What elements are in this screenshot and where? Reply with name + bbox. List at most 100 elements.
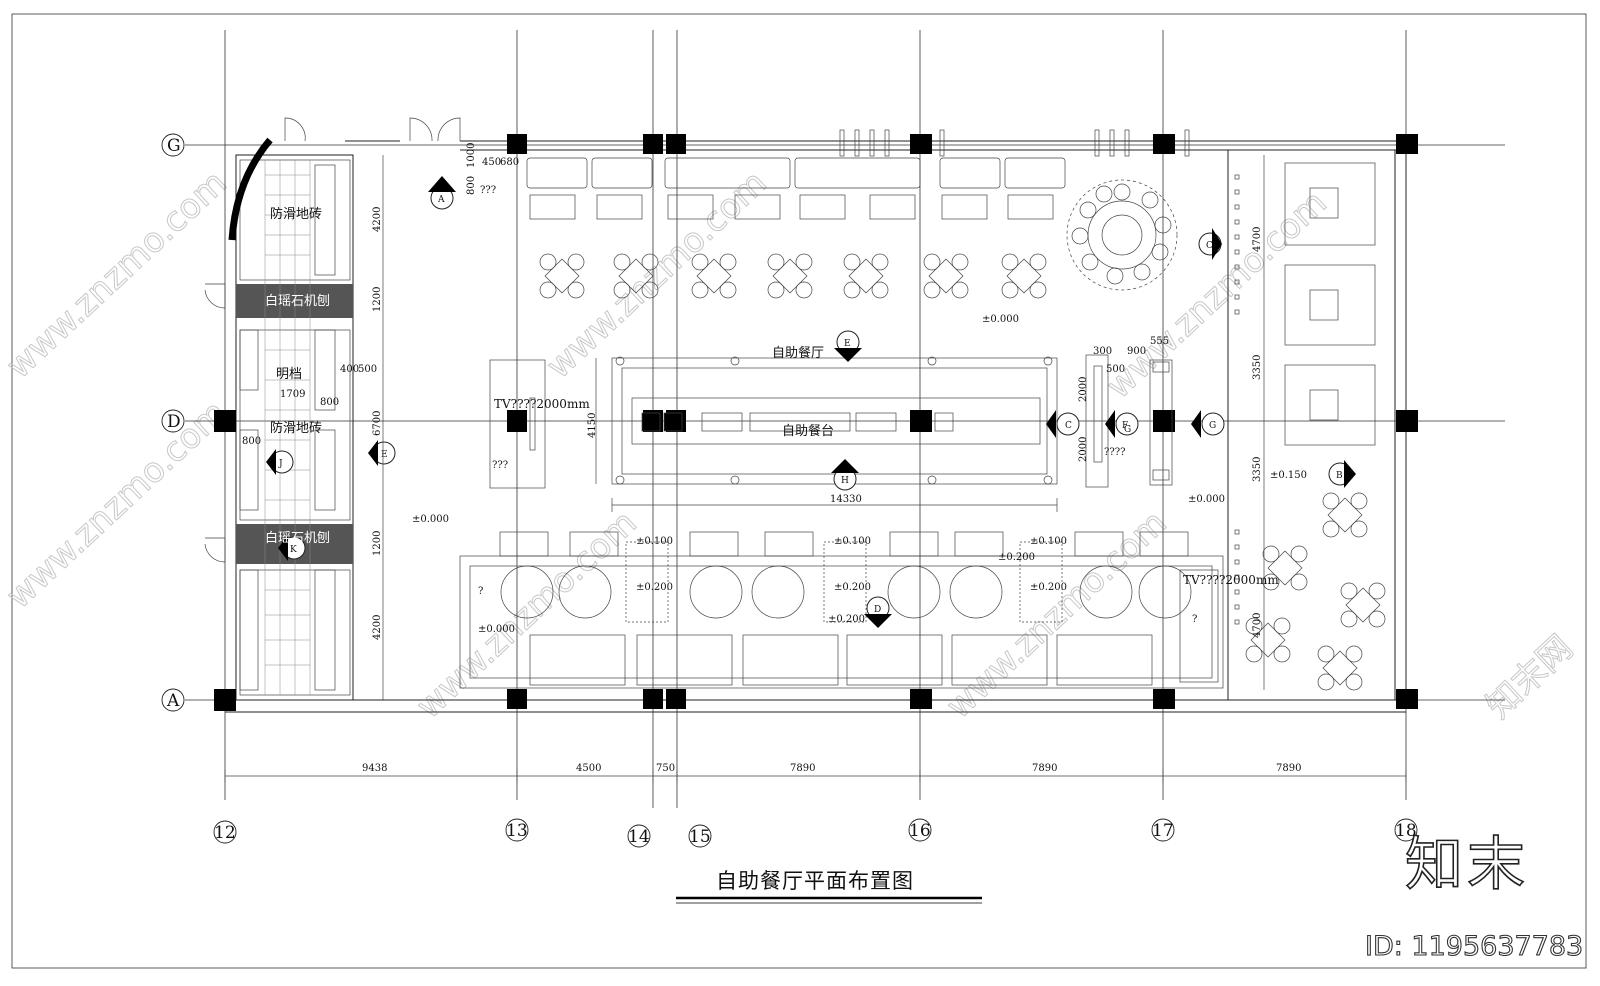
unknown-mark-4: ? [478,586,483,597]
dim-counter-depth: 4150 [587,413,598,438]
dim-680: 680 [500,157,519,168]
axis-label-15: 15 [689,827,711,847]
drawing-frame [11,13,1587,969]
section-mark-c: C [1065,421,1072,431]
section-mark-e-top: E [844,339,851,349]
level-mark-5: ±0.150 [1270,470,1307,481]
four-seat-tables-top [539,253,1047,299]
dim-right-4700-bottom: 4700 [1252,613,1263,638]
level-mark-13: ±0.200 [998,552,1035,563]
level-mark-12: ±0.200 [828,614,865,625]
level-mark-11: ±0.200 [1030,582,1067,593]
dim-left-1200-top: 1200 [372,287,383,312]
dim-500: 500 [1106,364,1125,375]
section-mark-a: A [437,195,445,205]
tv-label-right: TV????2000mm [1183,573,1279,587]
bottom-seating [459,531,1224,689]
dim-1000: 1000 [466,143,477,168]
structural-columns [214,134,1418,711]
dim-555: 555 [1150,336,1169,347]
dim-750: 750 [656,763,675,774]
watermark-brand-1: 知末网 [1479,628,1581,727]
room-label-open-kitchen: 明档 [276,367,302,382]
room-label-buffet-counter: 自助餐台 [782,423,834,439]
drawing-title: 自助餐厅平面布置图 [716,869,914,893]
window-mullions [839,129,1190,157]
watermark-site-4: www.znzmo.com [0,393,235,617]
section-mark-h: H [841,476,849,486]
room-label-dining-hall: 自助餐厅 [772,345,824,361]
level-mark-8: ±0.100 [1030,536,1067,547]
level-mark-1: ±0.000 [982,314,1019,325]
buffet-counter [595,356,1058,512]
watermark-site-3: www.znzmo.com [1099,183,1335,407]
level-mark-7: ±0.100 [834,536,871,547]
axis-label-d: D [167,412,181,432]
dim-left-4200-top: 4200 [372,207,383,232]
axis-label-16: 16 [909,821,931,841]
section-mark-k: K [290,545,297,555]
section-mark-d: D [874,605,881,615]
room-label-anti-slip-mid: 防滑地砖 [270,420,322,436]
dim-1709: 1709 [280,389,305,400]
tv-panel-left [489,359,546,489]
walls [204,117,1407,713]
axis-label-12: 12 [214,823,236,843]
level-mark-3: ±0.000 [1188,494,1225,505]
section-mark-g-1: G [1124,425,1131,435]
axis-label-17: 17 [1152,821,1174,841]
axis-label-14: 14 [628,827,650,847]
section-mark-b: B [1336,471,1343,481]
axis-label-a: A [166,691,180,711]
dim-left-4200-bottom: 4200 [372,615,383,640]
dim-900: 900 [1127,346,1146,357]
level-mark-4: ±0.000 [478,624,515,635]
dim-left-500: 500 [358,364,377,375]
unknown-mark-1: ??? [480,185,496,196]
level-mark-2: ±0.000 [412,514,449,525]
dim-right-3350-a: 3350 [1252,355,1263,380]
dim-7890-c: 7890 [1276,763,1301,774]
dim-7890-b: 7890 [1032,763,1057,774]
section-mark-f: F [1122,421,1128,431]
section-markers [266,176,1356,628]
axis-label-g: G [167,136,181,156]
dim-right-4700-top: 4700 [1252,227,1263,252]
dim-9438: 9438 [362,763,387,774]
bottom-dimension-line [224,770,1407,782]
dim-300: 300 [1093,346,1112,357]
watermark-site-2: www.znzmo.com [539,163,775,387]
dim-right-3350-b: 3350 [1252,457,1263,482]
section-mark-c-right: C [1206,241,1213,251]
round-banquet-table [1066,179,1178,291]
watermark-logo: 知末 [1405,830,1529,898]
section-mark-j: J [278,459,283,469]
dim-left-1200-bottom: 1200 [372,531,383,556]
dim-counter-length: 14330 [830,494,862,505]
level-mark-9: ±0.200 [636,582,673,593]
dim-800-open: 800 [320,397,339,408]
level-mark-6: ±0.100 [636,536,673,547]
tv-label-left: TV????2000mm [494,397,590,411]
axis-label-13: 13 [506,821,528,841]
dim-left-6700: 6700 [372,411,383,436]
grid-bubbles [161,133,1418,848]
axis-label-18: 18 [1395,821,1417,841]
section-mark-g-2: G [1209,421,1216,431]
private-rooms [1234,162,1376,625]
four-seat-tables-right [1245,492,1386,691]
room-label-anti-slip-top: 防滑地砖 [270,206,322,222]
dim-2000-b: 2000 [1078,437,1089,462]
room-label-marble-bottom: 白瑶石机刨 [265,530,330,546]
section-mark-e-left: E [381,450,388,460]
dim-450: 450 [482,157,501,168]
unknown-mark-2: ??? [492,460,508,471]
dim-800-door: 800 [466,176,477,195]
dim-left-400: 400 [340,364,359,375]
dim-800-left: 800 [242,436,261,447]
watermark-site-1: www.znzmo.com [0,163,235,387]
level-mark-10: ±0.200 [834,582,871,593]
dim-2000-a: 2000 [1078,377,1089,402]
unknown-mark-3: ???? [1104,447,1125,458]
